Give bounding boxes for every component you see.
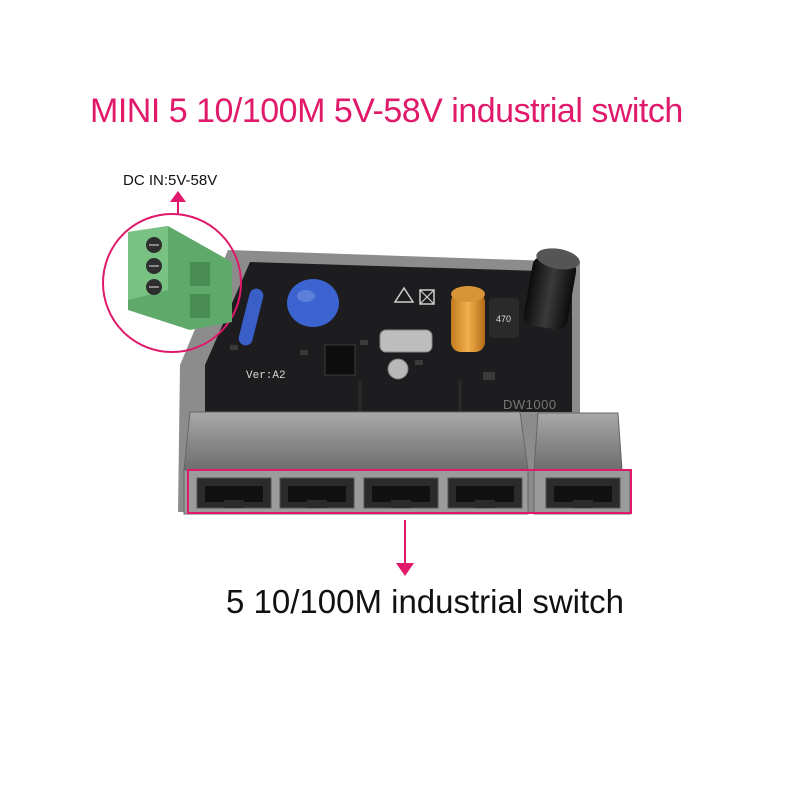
silkscreen-marks xyxy=(393,286,435,305)
silkscreen-version: Ver:A2 xyxy=(246,370,286,382)
ports-highlight-frame xyxy=(187,469,632,514)
power-terminal-callout xyxy=(102,213,242,353)
ethernet-port xyxy=(196,477,272,509)
crystal-oscillator xyxy=(379,329,433,353)
black-capacitor xyxy=(523,248,580,330)
page-title: MINI 5 10/100M 5V-58V industrial switch xyxy=(90,92,683,130)
dc-terminal-block xyxy=(128,226,232,330)
smd-components xyxy=(230,340,495,380)
mounting-screw xyxy=(387,358,409,380)
silkscreen-model: DW1000 xyxy=(503,397,557,412)
ports-label: 5 10/100M industrial switch xyxy=(226,583,625,620)
orange-capacitor xyxy=(451,286,485,352)
blue-varistor xyxy=(238,288,264,346)
dc-arrow-up xyxy=(170,191,186,214)
svg-text:470: 470 xyxy=(496,314,511,324)
ethernet-port xyxy=(545,477,621,509)
ethernet-port xyxy=(363,477,439,509)
main-ic-chip xyxy=(324,344,356,376)
ethernet-ports xyxy=(196,477,621,509)
power-inductor: 470 xyxy=(489,298,519,338)
ethernet-port xyxy=(447,477,523,509)
ports-arrow-down xyxy=(396,520,414,576)
power-input-label: DC IN:5V-58V xyxy=(123,172,218,189)
blue-ceramic-capacitor xyxy=(287,279,339,327)
ethernet-port xyxy=(279,477,355,509)
